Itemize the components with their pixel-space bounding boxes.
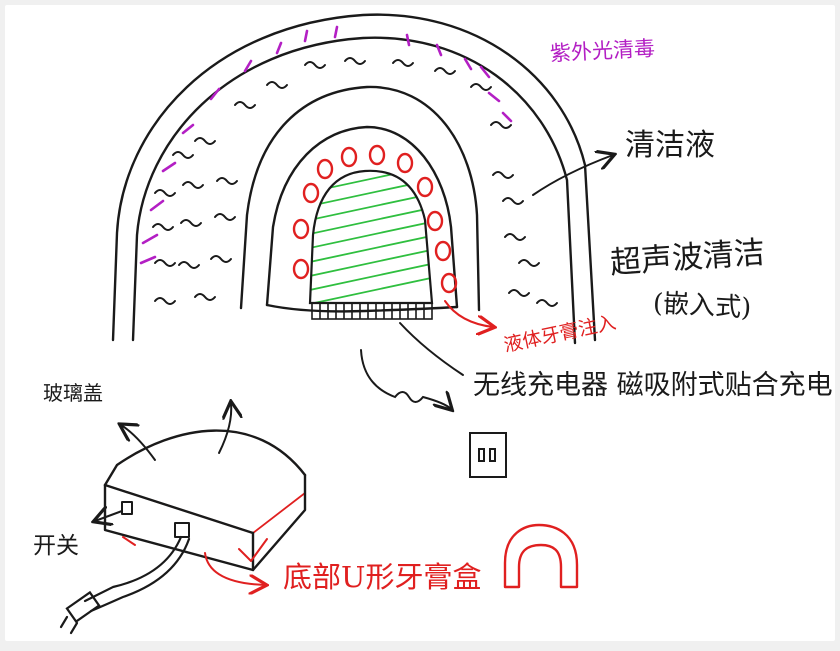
base-unit [103, 429, 307, 572]
middle-arch [239, 85, 481, 312]
wall-socket-icon [469, 432, 507, 478]
arrow-charger [399, 322, 464, 376]
label-uv-sterilization: 紫外光清毒 [549, 36, 656, 66]
sketch-canvas: 紫外光清毒 清洁液 超声波清洁 (嵌入式) 液体牙膏注入 无线充电器 磁吸附式贴… [5, 5, 835, 641]
inner-arch [265, 125, 459, 309]
brush-bristles [308, 169, 434, 305]
nozzle-ring [292, 144, 458, 294]
label-bottom-box: 底部U形牙膏盒 [283, 560, 482, 594]
label-switch: 开关 [33, 533, 79, 559]
arrow-glass-lid [121, 425, 156, 461]
arrow-lid-rotate [218, 403, 231, 454]
fluid-waves [152, 57, 558, 307]
outer-arch-outer [111, 13, 597, 342]
arrow-paste [444, 300, 493, 327]
device-sketch [59, 13, 835, 635]
brush-base [311, 302, 433, 320]
label-cleaning-fluid: 清洁液 [625, 128, 715, 163]
arrow-box [204, 552, 265, 585]
power-plug-icon [59, 535, 191, 635]
power-cord-coil [360, 349, 451, 409]
uv-light-strokes [139, 25, 513, 265]
arrow-fluid [532, 155, 613, 196]
label-embedded: (嵌入式) [652, 288, 753, 324]
label-wireless-charger: 无线充电器 磁吸附式贴合充电 [473, 370, 833, 401]
u-shaped-toothpaste-box [503, 523, 579, 589]
outer-arch-inner [131, 36, 577, 345]
label-glass-lid: 玻璃盖 [43, 381, 103, 405]
arrow-switch [95, 511, 123, 521]
